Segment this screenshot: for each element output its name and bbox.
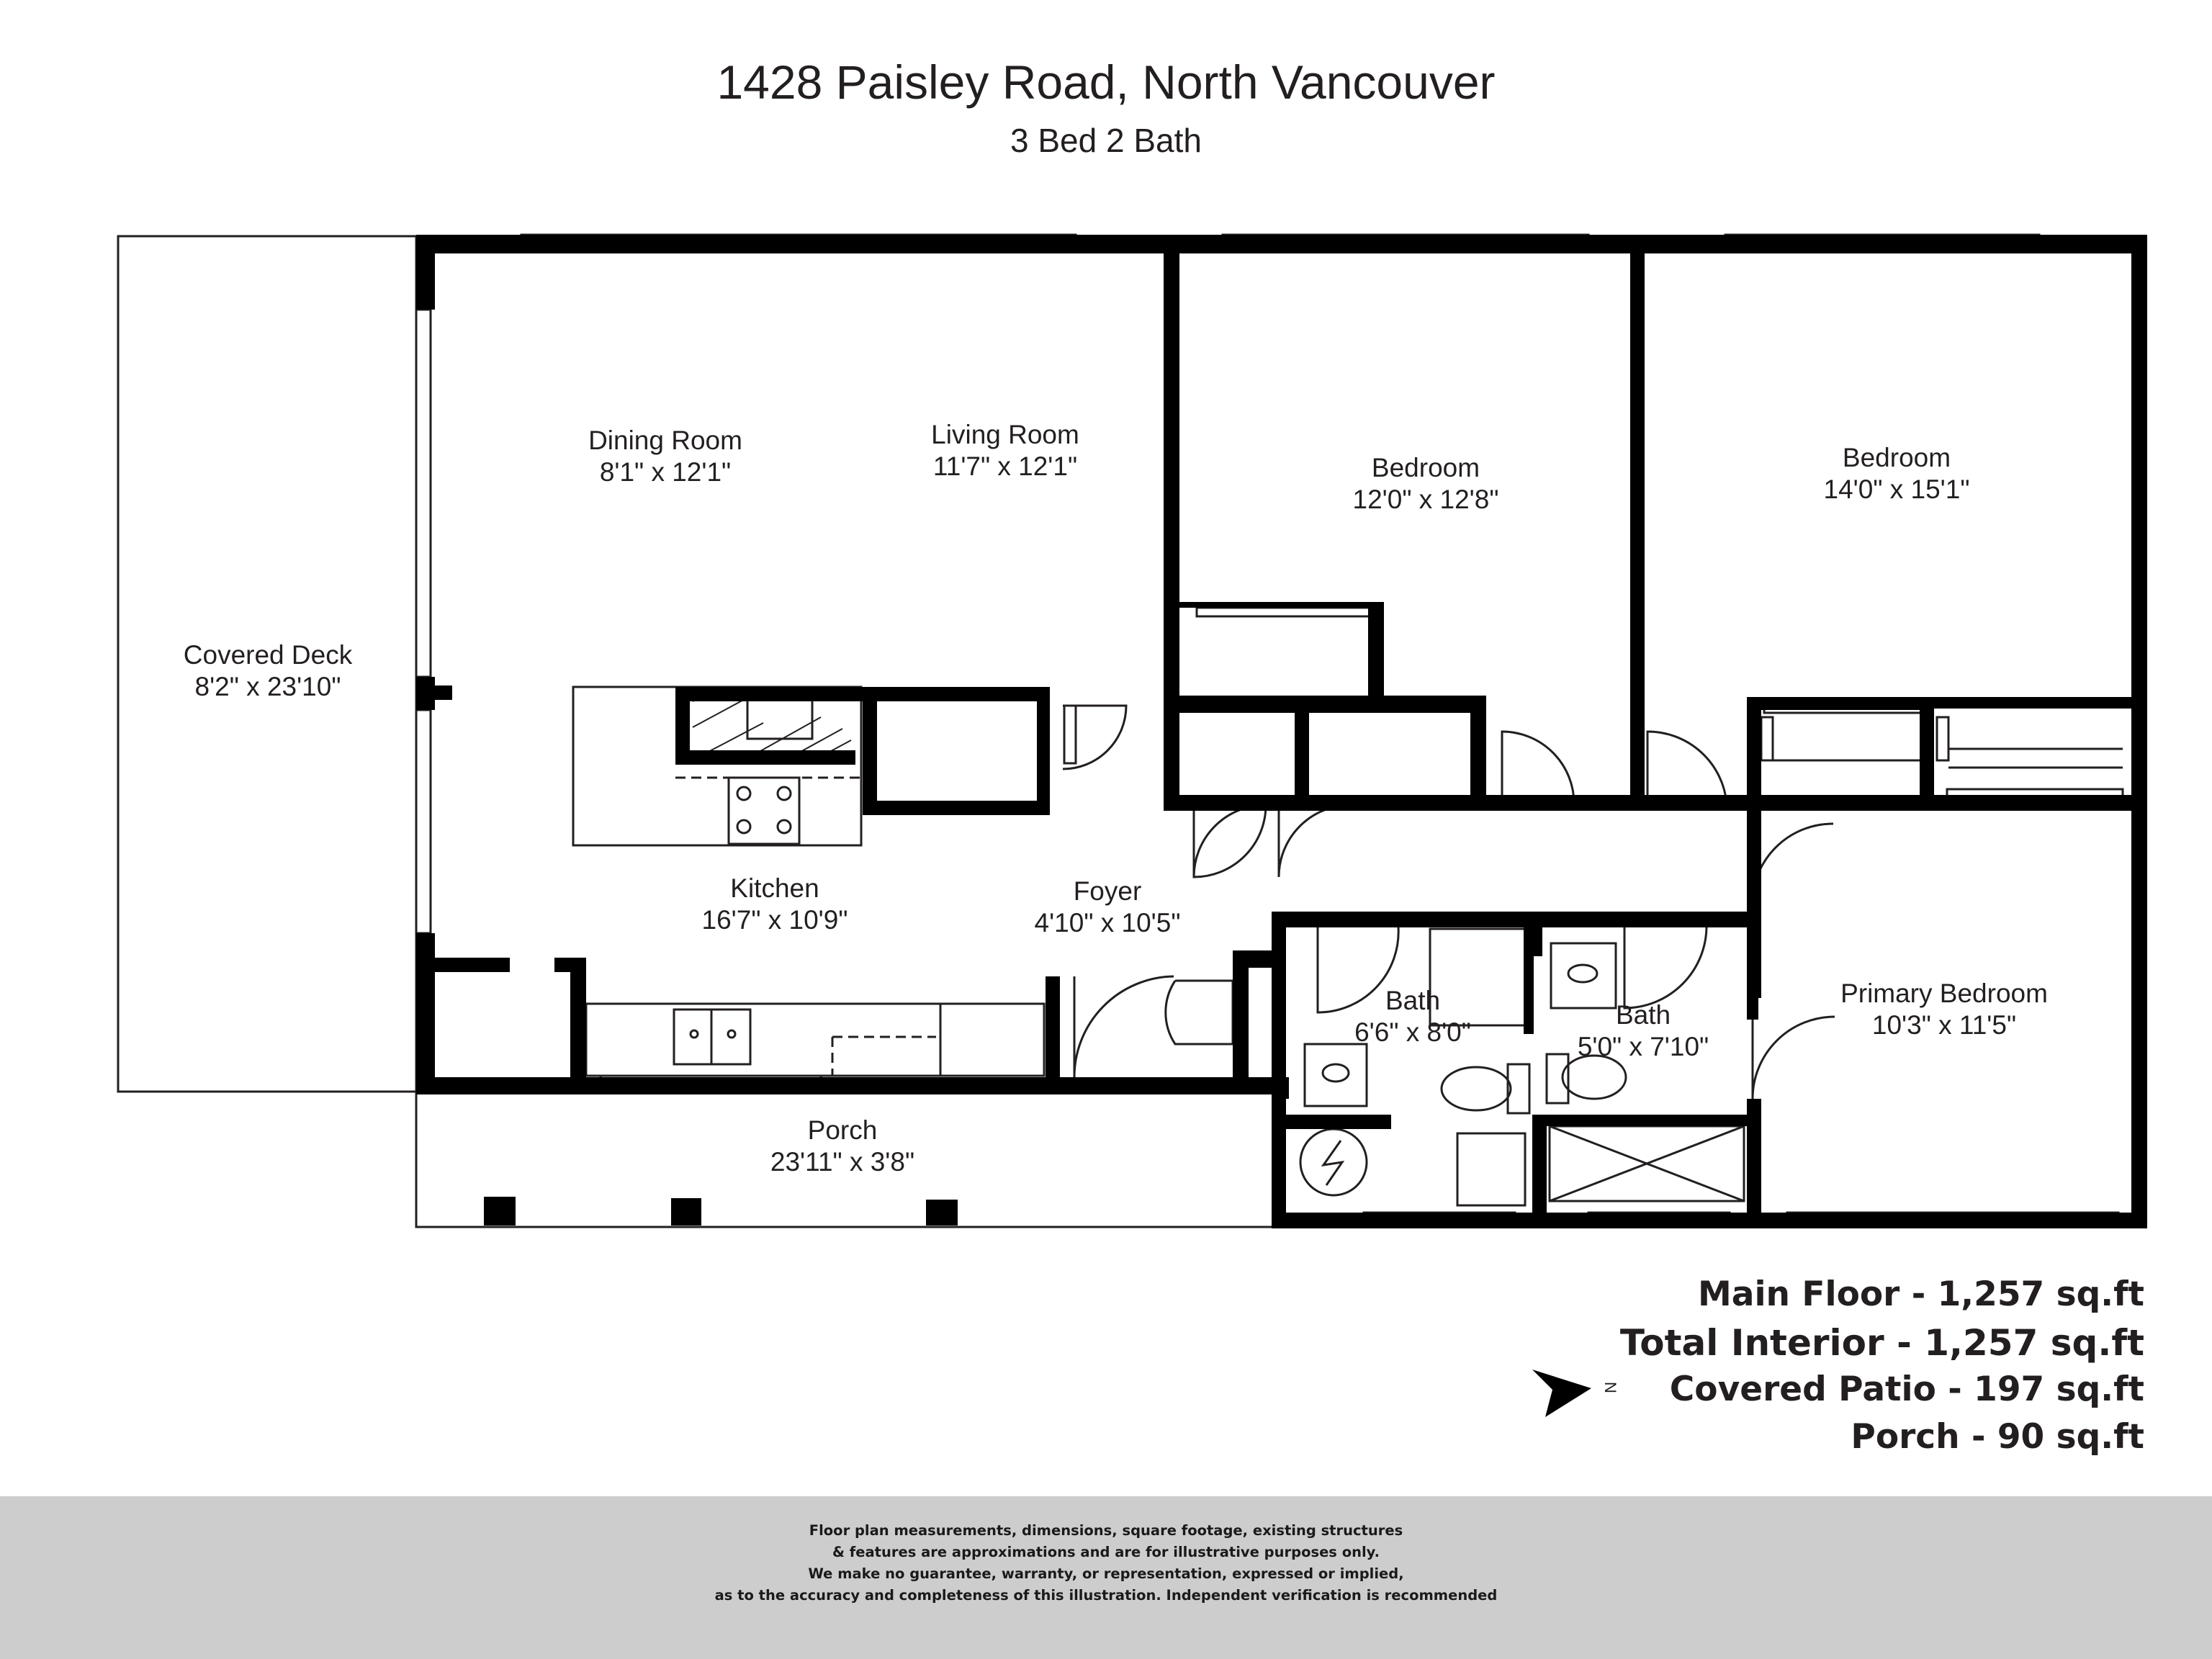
room-size: 8'1" x 12'1" <box>600 457 731 487</box>
area-covered-patio: Covered Patio - 197 sq.ft <box>1669 1370 2144 1409</box>
room-name: Bath <box>1385 986 1440 1015</box>
wall-right <box>2131 235 2147 1227</box>
water-heater-icon <box>1299 1128 1368 1197</box>
page-title: 1428 Paisley Road, North Vancouver <box>716 55 1496 109</box>
kitchen-island <box>572 685 863 847</box>
room-size: 12'0" x 12'8" <box>1353 485 1499 514</box>
porch-post <box>671 1198 701 1226</box>
room-size: 10'3" x 11'5" <box>1872 1010 2016 1040</box>
wall-top <box>416 235 2146 253</box>
room-size: 11'7" x 12'1" <box>933 451 1077 481</box>
bath1-toilet-icon <box>1440 1066 1512 1112</box>
room-size: 8'2" x 23'10" <box>195 672 341 701</box>
disclaimer-line: as to the accuracy and completeness of t… <box>714 1587 1498 1604</box>
disclaimer-line: & features are approximations and are fo… <box>832 1544 1380 1560</box>
disclaimer-footer: Floor plan measurements, dimensions, squ… <box>0 1496 2212 1659</box>
wall-bedroom-divider <box>1164 235 1179 804</box>
disclaimer-line: We make no guarantee, warranty, or repre… <box>808 1565 1404 1582</box>
area-main-floor: Main Floor - 1,257 sq.ft <box>1697 1274 2144 1314</box>
kitchen-counter <box>585 1002 1046 1077</box>
bath2-vanity-icon <box>1550 942 1617 1010</box>
room-name: Dining Room <box>588 426 742 455</box>
wall-bottom-kitchen <box>416 1077 1277 1094</box>
wall-left-bottom <box>416 933 435 1092</box>
room-size: 14'0" x 15'1" <box>1824 475 1970 504</box>
room-name: Foyer <box>1074 876 1142 906</box>
room-name: Primary Bedroom <box>1840 979 2048 1008</box>
stove-icon <box>727 776 801 845</box>
page-subtitle: 3 Bed 2 Bath <box>1010 122 1202 159</box>
room-size: 5'0" x 7'10" <box>1578 1032 1709 1061</box>
room-name: Bedroom <box>1843 443 1951 472</box>
room-size: 4'10" x 10'5" <box>1035 908 1181 938</box>
room-size: 6'6" x 8'0" <box>1354 1017 1471 1047</box>
porch-post <box>926 1200 958 1226</box>
room-name: Living Room <box>931 420 1079 449</box>
bath1-shower-outline <box>1429 927 1529 1027</box>
room-name: Bedroom <box>1372 453 1480 482</box>
disclaimer-line: Floor plan measurements, dimensions, squ… <box>809 1522 1403 1539</box>
bath1-vanity-icon <box>1303 1043 1368 1107</box>
room-name: Porch <box>808 1115 878 1145</box>
room-size: 23'11" x 3'8" <box>770 1147 914 1177</box>
bath2-toilet-icon <box>1561 1054 1627 1100</box>
compass-label: N <box>1601 1382 1619 1393</box>
north-arrow-icon <box>1532 1370 1591 1417</box>
room-name: Bath <box>1616 1000 1671 1030</box>
porch-post <box>484 1197 516 1226</box>
area-porch: Porch - 90 sq.ft <box>1851 1417 2144 1457</box>
room-name: Kitchen <box>730 873 819 903</box>
room-size: 16'7" x 10'9" <box>702 905 848 935</box>
area-total-interior: Total Interior - 1,257 sq.ft <box>1619 1322 2144 1364</box>
room-name: Covered Deck <box>184 640 353 670</box>
wall-left-top <box>416 235 435 310</box>
